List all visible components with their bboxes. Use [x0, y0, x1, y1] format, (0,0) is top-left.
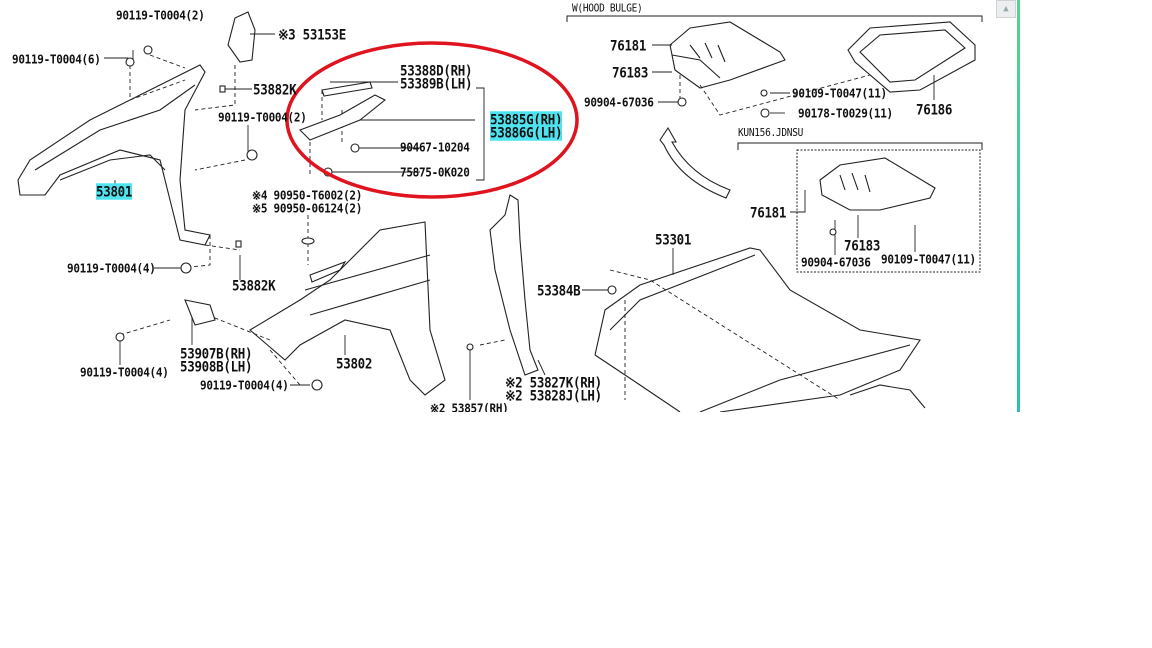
- part-label[interactable]: 53384B: [537, 282, 581, 299]
- part-label[interactable]: 90904-67036: [584, 95, 654, 110]
- part-label[interactable]: ※2 53828J(LH): [505, 387, 602, 404]
- part-label[interactable]: 90109-T0047(11): [792, 86, 887, 101]
- parts-diagram-viewer: 90119-T0004(2) 90119-T0004(6) ※3 53153E …: [12, 0, 1020, 412]
- bracket-drawing: [227, 11, 256, 63]
- vertical-scrollbar[interactable]: ▲: [996, 0, 1016, 412]
- part-label[interactable]: 90467-10204: [400, 140, 470, 155]
- part-label[interactable]: 53882K: [253, 81, 297, 98]
- part-label[interactable]: 90109-T0047(11): [881, 252, 976, 267]
- part-label[interactable]: 76183: [844, 237, 881, 254]
- part-label-highlighted[interactable]: 53885G(RH): [490, 111, 563, 128]
- part-label[interactable]: 53301: [655, 231, 692, 248]
- arrow-drawing: [659, 126, 731, 199]
- part-label[interactable]: 76181: [750, 204, 787, 221]
- pillar-brace-drawing: [489, 194, 539, 376]
- part-label[interactable]: 53389B(LH): [400, 75, 473, 92]
- part-label[interactable]: 90119-T0004(6): [12, 52, 101, 67]
- window-edge-divider: [1017, 0, 1020, 412]
- part-label[interactable]: 76181: [610, 37, 647, 54]
- kun-bracket-line: [737, 142, 983, 150]
- part-label[interactable]: ※5 90950-06124(2): [252, 201, 363, 216]
- fender-drawing: [249, 221, 446, 396]
- part-label[interactable]: 90178-T0029(11): [798, 106, 893, 121]
- part-label[interactable]: 76183: [612, 64, 649, 81]
- part-label[interactable]: 90119-T0004(2): [116, 8, 205, 23]
- part-label[interactable]: 90119-T0004(2): [218, 110, 307, 125]
- part-label[interactable]: ※4 90950-T6002(2): [252, 188, 363, 203]
- part-label[interactable]: 90904-67036: [801, 255, 871, 270]
- part-label[interactable]: 53802: [336, 355, 373, 372]
- part-label[interactable]: ※2 53827K(RH): [505, 374, 602, 391]
- kun-detail-box: [796, 149, 981, 273]
- part-label[interactable]: ※2 53857(RH): [430, 401, 509, 412]
- section-title: W(HOOD BULGE): [572, 2, 643, 15]
- part-label[interactable]: 75875-0K020: [400, 165, 470, 180]
- bulge-frame-drawing: [847, 21, 976, 93]
- hood-bulge-drawing: [669, 21, 786, 89]
- part-label[interactable]: 76186: [916, 101, 953, 118]
- parts-diagram-drawing: [17, 11, 983, 412]
- part-label[interactable]: ※3 53153E: [278, 26, 346, 43]
- kun-bulge-drawing: [819, 157, 936, 211]
- fender-liner-drawing: [17, 64, 211, 246]
- section-title: KUN156.JDNSU: [738, 127, 804, 140]
- part-label[interactable]: 53908B(LH): [180, 358, 253, 375]
- hood-bulge-bracket-line: [566, 15, 983, 22]
- part-label[interactable]: 53388D(RH): [400, 62, 473, 79]
- part-label-highlighted[interactable]: 53801: [96, 183, 133, 200]
- hood-drawing: [594, 247, 926, 412]
- part-label[interactable]: 53882K: [232, 277, 276, 294]
- part-label[interactable]: 90119-T0004(4): [67, 261, 156, 276]
- highlight-circle: [285, 41, 579, 199]
- scroll-up-arrow-icon[interactable]: ▲: [996, 0, 1016, 18]
- part-label[interactable]: 90119-T0004(4): [80, 365, 169, 380]
- part-label[interactable]: 90119-T0004(4): [200, 378, 289, 393]
- part-label[interactable]: 53907B(RH): [180, 345, 253, 362]
- part-label-highlighted[interactable]: 53886G(LH): [490, 124, 563, 141]
